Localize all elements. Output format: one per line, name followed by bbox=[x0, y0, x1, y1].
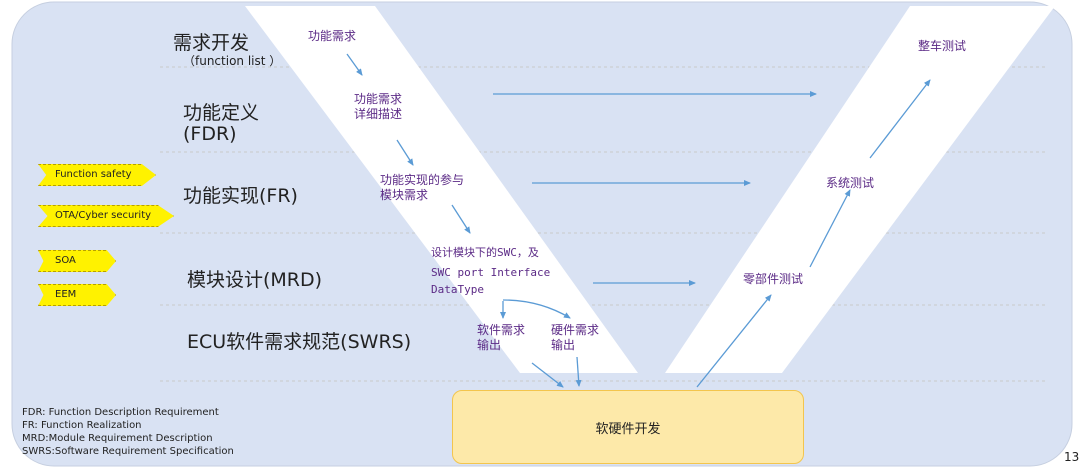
phase-requirement-dev: 需求开发 bbox=[173, 32, 250, 54]
tag-eem: EEM bbox=[38, 284, 116, 306]
step-function-requirement: 功能需求 bbox=[308, 29, 357, 43]
phase-module-design: 模块设计(MRD) bbox=[187, 269, 323, 291]
step-module-req-line1: 功能实现的参与 bbox=[380, 173, 465, 187]
arrow-dev-to-part bbox=[696, 294, 772, 388]
arrow-detail-to-fr bbox=[396, 139, 414, 166]
hw-output-line2: 输出 bbox=[551, 338, 576, 352]
background-panel bbox=[11, 1, 1073, 467]
arrow-req-to-detail bbox=[346, 53, 363, 76]
step-swc-line2: SWC port Interface bbox=[431, 266, 551, 279]
right-v-band bbox=[665, 6, 1055, 373]
phase-function-realization: 功能实现(FR) bbox=[183, 185, 298, 207]
arrow-hw-to-dev bbox=[575, 356, 582, 387]
part-test: 零部件测试 bbox=[743, 272, 804, 286]
sw-output-line2: 输出 bbox=[477, 338, 502, 352]
tag-soa: SOA bbox=[38, 250, 116, 272]
phase-requirement-dev-sub: （function list ） bbox=[183, 54, 282, 68]
step-swc-line3: DataType bbox=[431, 283, 484, 296]
phase-ecu-swrs: ECU软件需求规范(SWRS) bbox=[187, 327, 411, 354]
page-number: 13 bbox=[1064, 450, 1080, 464]
legend-swrs: SWRS:Software Requirement Specification bbox=[22, 446, 234, 457]
phase-function-definition: 功能定义 bbox=[183, 102, 260, 124]
step-detail-line2: 详细描述 bbox=[354, 107, 403, 121]
hw-output-line1: 硬件需求 bbox=[551, 323, 600, 337]
vehicle-test: 整车测试 bbox=[918, 39, 967, 53]
arrow-split-hw bbox=[502, 299, 571, 319]
arrow-fr-to-module bbox=[451, 204, 471, 234]
phase-function-definition-abbr: (FDR) bbox=[183, 123, 237, 145]
arrow-sw-to-dev bbox=[531, 362, 564, 388]
tag-ota-cyber-security: OTA/Cyber security bbox=[38, 205, 174, 227]
step-module-req-line2: 模块需求 bbox=[380, 188, 429, 202]
legend-fdr: FDR: Function Description Requirement bbox=[22, 407, 219, 418]
arrow-part-to-system bbox=[809, 189, 851, 268]
step-detail-line1: 功能需求 bbox=[354, 92, 403, 106]
arrow-system-to-vehicle bbox=[869, 79, 931, 159]
tag-function-safety: Function safety bbox=[38, 164, 156, 186]
legend-fr: FR: Function Realization bbox=[22, 420, 142, 431]
system-test: 系统测试 bbox=[826, 176, 875, 190]
hw-sw-development-label: 软硬件开发 bbox=[595, 421, 661, 437]
step-swc-line1: 设计模块下的SWC，及 bbox=[431, 246, 539, 259]
phase-ecu-swrs-text: ECU软件需求规范(SWRS) bbox=[187, 331, 412, 353]
left-v-band bbox=[245, 6, 638, 373]
hw-sw-development-box: 软硬件开发 bbox=[452, 390, 804, 464]
legend-mrd: MRD:Module Requirement Description bbox=[22, 433, 213, 444]
sw-output-line1: 软件需求 bbox=[477, 323, 526, 337]
